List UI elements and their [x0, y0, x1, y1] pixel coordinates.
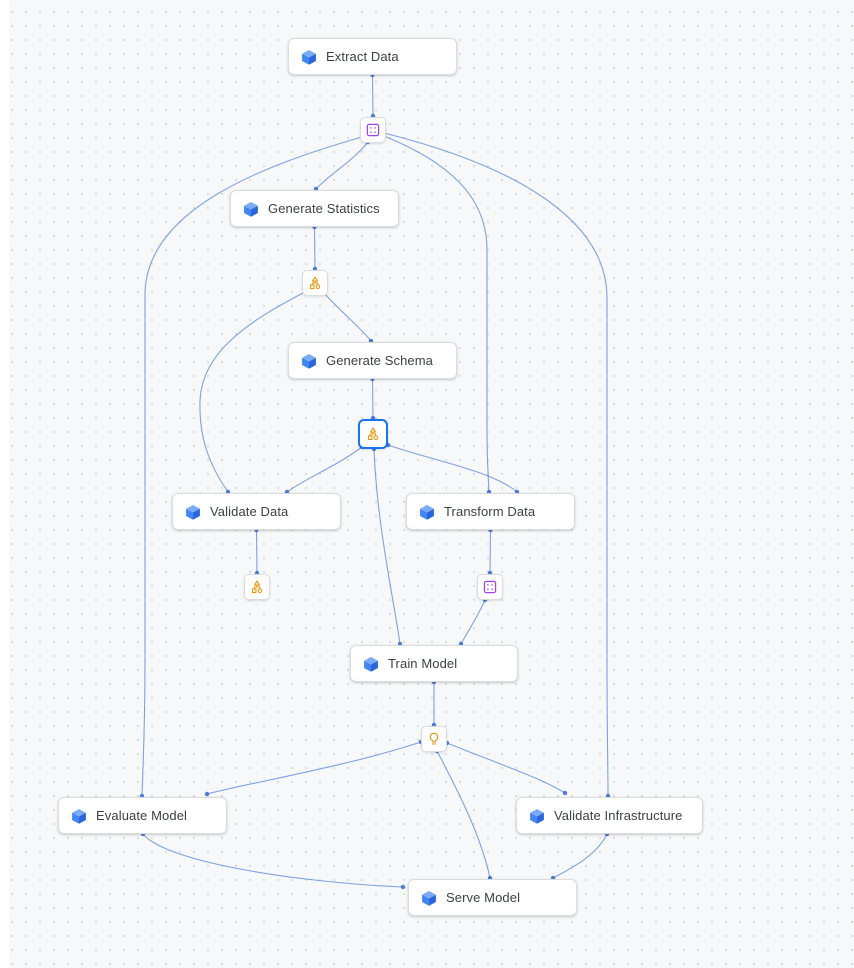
- edge-transform-data-to-transformed-examples: [489, 529, 492, 574]
- edge-transformed-examples-to-train-model: [460, 599, 486, 645]
- dataset-grid-icon: [365, 122, 381, 138]
- step-label: Validate Infrastructure: [554, 808, 683, 823]
- component-cube-icon: [420, 889, 438, 907]
- transformed-examples-artifact[interactable]: [477, 574, 503, 600]
- component-cube-icon: [70, 807, 88, 825]
- component-cube-icon: [300, 352, 318, 370]
- step-extract-data[interactable]: Extract Data: [288, 38, 457, 75]
- model-artifact[interactable]: [421, 726, 447, 752]
- edge-model-to-validate-infrastructure: [446, 742, 566, 794]
- left-gutter: [0, 0, 9, 968]
- step-serve-model[interactable]: Serve Model: [408, 879, 577, 916]
- edge-examples-to-transform-data: [383, 135, 490, 493]
- examples-artifact[interactable]: [360, 117, 386, 143]
- edge-model-to-evaluate-model: [206, 741, 422, 795]
- step-label: Train Model: [388, 656, 458, 671]
- edge-schema-to-transform-data: [387, 444, 518, 493]
- schema-artifact[interactable]: [358, 419, 388, 449]
- edge-generate-statistics-to-statistics: [313, 226, 316, 270]
- edge-evaluate-model-to-serve-model: [142, 833, 404, 888]
- lightbulb-icon: [426, 731, 442, 747]
- component-cube-icon: [300, 48, 318, 66]
- component-cube-icon: [418, 503, 436, 521]
- step-label: Transform Data: [444, 504, 536, 519]
- step-label: Evaluate Model: [96, 808, 188, 823]
- edge-examples-to-generate-statistics: [315, 141, 369, 190]
- step-generate-statistics[interactable]: Generate Statistics: [230, 190, 399, 227]
- step-train-model[interactable]: Train Model: [350, 645, 518, 682]
- edge-extract-data-to-examples: [371, 74, 374, 117]
- component-cube-icon: [528, 807, 546, 825]
- step-transform-data[interactable]: Transform Data: [406, 493, 575, 530]
- edge-examples-to-validate-infrastructure: [383, 132, 609, 797]
- step-evaluate-model[interactable]: Evaluate Model: [58, 797, 227, 834]
- edge-statistics-to-validate-data: [199, 291, 306, 493]
- edge-generate-schema-to-schema: [371, 378, 374, 419]
- step-label: Serve Model: [446, 890, 521, 905]
- component-cube-icon: [242, 200, 260, 218]
- edge-model-to-serve-model: [436, 750, 491, 879]
- edge-statistics-to-generate-schema: [323, 292, 372, 342]
- component-cube-icon: [184, 503, 202, 521]
- edge-schema-to-validate-data: [286, 446, 363, 493]
- edge-endpoint-dot: [204, 791, 210, 797]
- step-label: Generate Statistics: [268, 201, 380, 216]
- flowchart-tree-icon: [307, 275, 323, 291]
- step-label: Extract Data: [326, 49, 399, 64]
- step-label: Generate Schema: [326, 353, 434, 368]
- flowchart-tree-icon: [249, 579, 265, 595]
- edge-endpoint-dot: [562, 790, 568, 796]
- component-cube-icon: [362, 655, 380, 673]
- edge-schema-to-train-model: [373, 448, 401, 645]
- dataset-grid-icon: [482, 579, 498, 595]
- step-generate-schema[interactable]: Generate Schema: [288, 342, 457, 379]
- edge-endpoint-dot: [400, 884, 406, 890]
- step-validate-data[interactable]: Validate Data: [172, 493, 341, 530]
- edge-examples-to-evaluate-model: [141, 136, 363, 797]
- statistics-artifact[interactable]: [302, 270, 328, 296]
- edge-validate-infrastructure-to-serve-model: [552, 833, 608, 879]
- step-validate-infrastructure[interactable]: Validate Infrastructure: [516, 797, 703, 834]
- anomalies-artifact[interactable]: [244, 574, 270, 600]
- edge-validate-data-to-anomalies: [255, 529, 258, 574]
- step-label: Validate Data: [210, 504, 289, 519]
- flowchart-tree-icon: [365, 426, 381, 442]
